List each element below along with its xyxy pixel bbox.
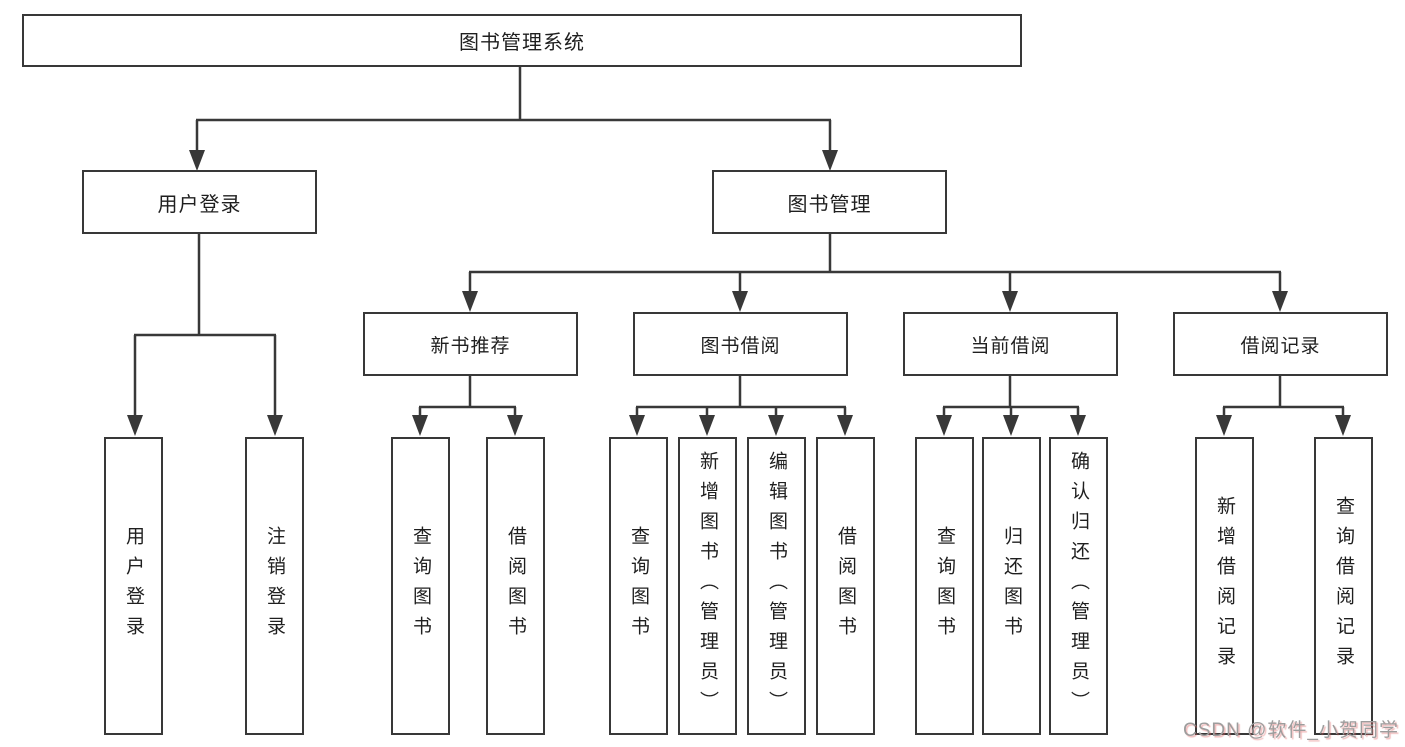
- leaf-label: 确认归还（管理员）: [1068, 451, 1089, 721]
- leaf-query-book-borrow: 查询图书: [609, 437, 668, 735]
- leaf-borrow-book: 借阅图书: [816, 437, 875, 735]
- leaf-label: 新增借阅记录: [1214, 496, 1235, 676]
- csdn-watermark: CSDN @软件_小贺同学: [1183, 720, 1399, 741]
- leaf-label: 查询图书: [628, 526, 649, 646]
- leaf-user-login: 用户登录: [104, 437, 163, 735]
- node-user-login: 用户登录: [82, 170, 317, 234]
- node-new-book-recommendation: 新书推荐: [363, 312, 578, 376]
- leaf-confirm-return-admin: 确认归还（管理员）: [1049, 437, 1108, 735]
- leaf-return-book: 归还图书: [982, 437, 1041, 735]
- leaf-label: 编辑图书（管理员）: [766, 451, 787, 721]
- leaf-label: 新增图书（管理员）: [697, 451, 718, 721]
- leaf-add-borrow-record: 新增借阅记录: [1195, 437, 1254, 735]
- leaf-label: 用户登录: [123, 526, 144, 646]
- node-borrowing-records: 借阅记录: [1173, 312, 1388, 376]
- leaf-label: 归还图书: [1001, 526, 1022, 646]
- leaf-logout: 注销登录: [245, 437, 304, 735]
- leaf-edit-book-admin: 编辑图书（管理员）: [747, 437, 806, 735]
- leaf-query-borrow-record: 查询借阅记录: [1314, 437, 1373, 735]
- leaf-label: 借阅图书: [835, 526, 856, 646]
- leaf-label: 借阅图书: [505, 526, 526, 646]
- leaf-label: 查询图书: [410, 526, 431, 646]
- leaf-label: 查询图书: [934, 526, 955, 646]
- leaf-query-book-recommend: 查询图书: [391, 437, 450, 735]
- leaf-borrow-book-recommend: 借阅图书: [486, 437, 545, 735]
- leaf-label: 注销登录: [264, 526, 285, 646]
- leaf-query-book-current: 查询图书: [915, 437, 974, 735]
- leaf-add-book-admin: 新增图书（管理员）: [678, 437, 737, 735]
- node-library-management-system: 图书管理系统: [22, 14, 1022, 67]
- node-book-borrowing: 图书借阅: [633, 312, 848, 376]
- node-current-borrowing: 当前借阅: [903, 312, 1118, 376]
- node-book-management: 图书管理: [712, 170, 947, 234]
- leaf-label: 查询借阅记录: [1333, 496, 1354, 676]
